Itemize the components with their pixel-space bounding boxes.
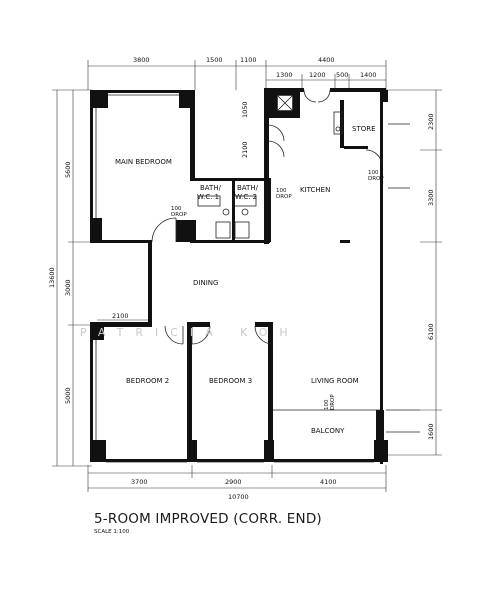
dim-left-total: 13600: [48, 267, 56, 288]
dim-top-3: 1100: [240, 56, 257, 64]
dim-top-2: 1500: [206, 56, 223, 64]
drop-value-2: 100: [276, 188, 287, 194]
dim-inner-1: 1050: [241, 101, 249, 118]
drop-label-2: DROP: [276, 194, 292, 200]
drop-label-3: DROP: [368, 176, 384, 182]
dim-bottom-3: 4100: [320, 478, 337, 486]
drop-value-1: 100: [171, 206, 182, 212]
room-living-room: LIVING ROOM: [311, 377, 359, 385]
room-bath2-line2: W.C. 2: [235, 193, 257, 201]
doors: [151, 89, 383, 345]
dim-bottom-total: 10700: [228, 493, 249, 501]
dim-top-1: 3800: [133, 56, 150, 64]
dimension-lines: [52, 60, 442, 492]
drop-label-4: DROP: [330, 394, 336, 410]
room-main-bedroom: MAIN BEDROOM: [115, 158, 172, 166]
room-balcony: BALCONY: [311, 427, 345, 435]
dim-right-4: 1600: [427, 423, 435, 440]
dim-right-2: 3300: [427, 189, 435, 206]
dim-sub-3: 500: [336, 71, 348, 79]
drop-value-3: 100: [368, 170, 379, 176]
drop-markers: 100 DROP 100 DROP 100 DROP 100 DROP: [171, 170, 384, 410]
dim-right-1: 2300: [427, 113, 435, 130]
room-bath1-line1: BATH/: [200, 184, 222, 192]
dim-sub-1: 1300: [276, 71, 293, 79]
plan-title: 5-ROOM IMPROVED (CORR. END): [94, 511, 322, 527]
fixtures: [197, 95, 343, 239]
dim-left-2: 3000: [64, 279, 72, 296]
drop-label-1: DROP: [171, 212, 187, 218]
dim-left-1: 5600: [64, 161, 72, 178]
room-bath2-line1: BATH/: [237, 184, 259, 192]
room-bedroom-2: BEDROOM 2: [126, 377, 169, 385]
dim-bottom-1: 3700: [131, 478, 148, 486]
dim-bottom-2: 2900: [225, 478, 242, 486]
walls: [90, 88, 420, 464]
dim-right-3: 6100: [427, 323, 435, 340]
room-labels: MAIN BEDROOM BATH/ W.C. 1 BATH/ W.C. 2 K…: [115, 125, 376, 435]
room-bath1-line2: W.C. 1: [197, 193, 219, 201]
dim-sub-4: 1400: [360, 71, 377, 79]
room-dining: DINING: [193, 279, 218, 287]
room-store: STORE: [352, 125, 376, 133]
dimension-labels: 3800 1500 1100 4400 1300 1200 500 1400 3…: [48, 56, 435, 501]
watermark: PATRICIA KOH: [80, 326, 300, 339]
room-kitchen: KITCHEN: [300, 186, 330, 194]
dim-top-4: 4400: [318, 56, 335, 64]
plan-scale: SCALE 1:100: [94, 529, 130, 535]
dim-left-3: 5000: [64, 387, 72, 404]
dim-inner-3: 2100: [112, 312, 129, 320]
drop-value-4: 100: [324, 399, 330, 410]
room-bedroom-3: BEDROOM 3: [209, 377, 252, 385]
dim-inner-2: 2100: [241, 141, 249, 158]
dim-sub-2: 1200: [309, 71, 326, 79]
